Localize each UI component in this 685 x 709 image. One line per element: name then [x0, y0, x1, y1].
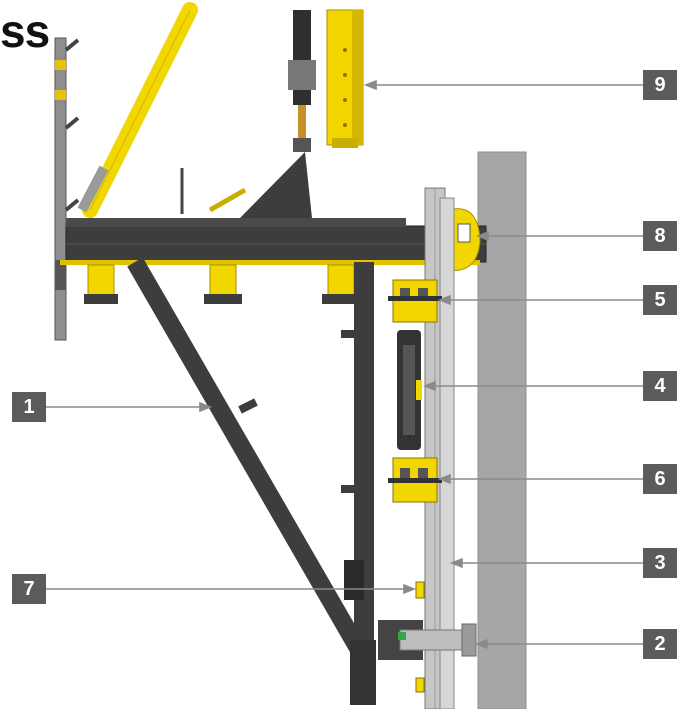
- rail-latch: [415, 581, 425, 599]
- callout-8: 8: [643, 221, 677, 251]
- wall-spacer-bottom: [378, 620, 477, 660]
- callout-1: 1: [12, 392, 46, 422]
- callout-3: 3: [643, 548, 677, 578]
- callout-2: 2: [643, 629, 677, 659]
- heading-fragment: ss: [0, 5, 50, 57]
- formwork-panel: [326, 9, 364, 148]
- guardrail-post: [54, 37, 80, 341]
- callout-6: 6: [643, 464, 677, 494]
- callout-9: 9: [643, 70, 677, 100]
- callout-7: 7: [12, 574, 46, 604]
- vertical-strut: [341, 262, 376, 705]
- main-beam: [60, 218, 487, 265]
- diagonal-strut: [127, 257, 370, 660]
- leader-lines: [46, 79, 648, 650]
- push-pull-prop: [77, 2, 198, 218]
- wall-anchor-plate: [447, 208, 481, 271]
- lower-climbing-shoe: [388, 457, 442, 503]
- adjustment-spindle: [288, 10, 316, 152]
- hydraulic-cylinder: [397, 330, 422, 450]
- callout-5: 5: [643, 285, 677, 315]
- support-saddle: [240, 152, 312, 218]
- upper-climbing-shoe: [388, 279, 442, 323]
- beam-clamps: [84, 264, 360, 304]
- callout-4: 4: [643, 371, 677, 401]
